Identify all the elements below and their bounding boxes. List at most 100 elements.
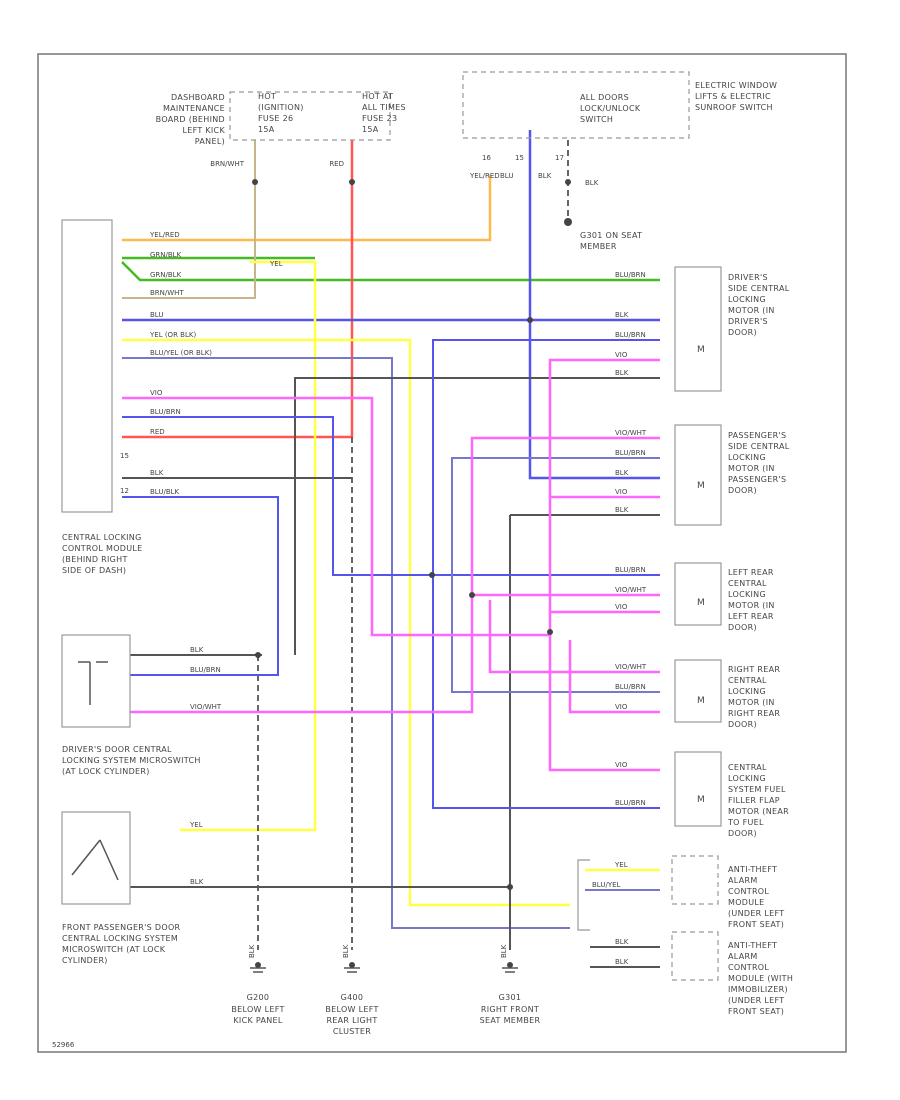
alarm-2-label-line: ALARM	[728, 952, 758, 961]
motor-passenger-box	[674, 424, 722, 526]
alarm-bracket	[577, 859, 590, 931]
motor-label-line: DOOR)	[728, 720, 757, 729]
svg-text:M: M	[697, 598, 705, 608]
alarm-wire-label: BLU/YEL	[592, 881, 621, 889]
fuse-panel-label-line: BOARD (BEHIND	[156, 115, 225, 124]
svg-text:M: M	[697, 795, 705, 805]
wire-blu-yel	[122, 357, 570, 929]
wire-label-blk-2: BLK	[585, 179, 599, 187]
switch-symbol-driver	[78, 661, 108, 705]
fuse-right-label-line: FUSE 23	[362, 114, 397, 123]
motor-wire-label: BLU/BRN	[615, 449, 646, 457]
motor-label-line: SIDE CENTRAL	[728, 442, 790, 451]
driver-switch-label-line: DRIVER'S DOOR CENTRAL	[62, 745, 172, 754]
module-pin-12: 12	[120, 487, 129, 495]
ground-label: CLUSTER	[333, 1027, 371, 1036]
passenger-switch-wire-label: YEL	[189, 821, 203, 829]
motor-wire-label: VIO	[615, 761, 628, 769]
module-label-line: CENTRAL LOCKING	[62, 533, 142, 542]
motor-wire-label: VIO/WHT	[615, 586, 647, 594]
passenger-switch-label-line: CYLINDER)	[62, 956, 108, 965]
alarm-1-label-line: FRONT SEAT)	[728, 920, 784, 929]
driver-switch-label-line: (AT LOCK CYLINDER)	[62, 767, 150, 776]
motor-wire-label: VIO	[615, 488, 628, 496]
motor-wire-label: BLU/BRN	[615, 566, 646, 574]
module-wire-label: BLU	[150, 311, 163, 319]
alarm-module-2-box	[671, 931, 719, 981]
splice-dots	[252, 179, 572, 968]
motor-label-line: MOTOR (IN	[728, 306, 775, 315]
alarm-2-label-line: FRONT SEAT)	[728, 1007, 784, 1016]
module-wire-label: YEL/RED	[149, 231, 180, 239]
ground-label: RIGHT FRONT	[481, 1005, 539, 1014]
module-wire-label: GRN/BLK	[150, 271, 182, 279]
driver-switch-wire-label: BLU/BRN	[190, 666, 221, 674]
motor-label-line: LOCKING	[728, 453, 766, 462]
fuse-panel-label-line: PANEL)	[195, 137, 225, 146]
motor-label-line: MOTOR (IN	[728, 464, 775, 473]
top-switch-label-line: SWITCH	[580, 115, 613, 124]
svg-text:M: M	[697, 696, 705, 706]
motor-wire-label: VIO/WHT	[615, 429, 647, 437]
motor-label-line: DOOR)	[728, 486, 757, 495]
wire-label-red: RED	[329, 160, 344, 168]
motor-label-line: DOOR)	[728, 623, 757, 632]
motor-fuel-box	[674, 751, 722, 827]
top-switch-pin: 17	[555, 154, 564, 162]
wire-label-blk: BLK	[538, 172, 552, 180]
motor-wire-label: VIO	[615, 351, 628, 359]
alarm-wire-label: BLK	[615, 958, 629, 966]
fuse-panel-box	[229, 91, 391, 141]
motor-label-line: SYSTEM FUEL	[728, 785, 786, 794]
motor-label-line: SIDE CENTRAL	[728, 284, 790, 293]
alarm-2-label-line: ANTI-THEFT	[728, 941, 777, 950]
motor-left-rear-box	[674, 562, 722, 626]
motor-wire-label: BLU/BRN	[615, 799, 646, 807]
ground-label: SEAT MEMBER	[480, 1016, 541, 1025]
alarm-1-label-line: MODULE	[728, 898, 765, 907]
top-switch-side-label-line: ELECTRIC WINDOW	[695, 81, 777, 90]
fuse-panel-label-line: MAINTENANCE	[163, 104, 225, 113]
wire-blk-1	[294, 377, 660, 655]
alarm-2-label-line: MODULE (WITH	[728, 974, 793, 983]
motor-label-line: TO FUEL	[727, 818, 764, 827]
motor-wire-label: VIO	[615, 603, 628, 611]
motor-label-line: LOCKING	[728, 774, 766, 783]
motor-wire-label: BLK	[615, 311, 629, 319]
motor-label-line: RIGHT REAR	[728, 709, 780, 718]
motor-label-line: LEFT REAR	[728, 612, 774, 621]
wire-blu-switch	[528, 130, 660, 480]
wire-grn-blk-2	[121, 261, 660, 282]
passenger-switch-label-line: FRONT PASSENGER'S DOOR	[62, 923, 181, 932]
wire-vio-wht-3	[488, 600, 660, 674]
wire-vio-5	[568, 640, 660, 714]
module-pin-15: 15	[120, 452, 129, 460]
passenger-switch-wire-label: BLK	[190, 878, 204, 886]
motor-label-line: LOCKING	[728, 295, 766, 304]
svg-text:M: M	[697, 481, 705, 491]
top-switch-side-label-line: LIFTS & ELECTRIC	[695, 92, 771, 101]
wire-blu-brn-3	[451, 457, 660, 693]
top-switch-box	[462, 71, 690, 139]
module-wire-label: BLU/YEL (OR BLK)	[150, 349, 212, 357]
fuse-left-label-line: 15A	[258, 125, 275, 134]
motor-label-line: CENTRAL	[728, 763, 767, 772]
ground-id: G301	[499, 993, 522, 1002]
ground-id: G200	[247, 993, 270, 1002]
wire-label-blu: BLU	[500, 172, 513, 180]
alarm-wire-label: BLK	[615, 938, 629, 946]
motor-label-line: DOOR)	[728, 328, 757, 337]
motor-wire-label: BLK	[615, 369, 629, 377]
motor-label-line: PASSENGER'S	[728, 431, 786, 440]
wire-vio-wht-1	[130, 436, 660, 714]
wire-vio-2	[548, 358, 660, 772]
alarm-module-1-box	[671, 855, 719, 905]
ground-wire-label: BLK	[500, 944, 508, 958]
top-switch-pin: 15	[515, 154, 524, 162]
driver-switch-wire-label: BLK	[190, 646, 204, 654]
ground-wire-label: BLK	[342, 944, 350, 958]
driver-switch-wire-label: VIO/WHT	[190, 703, 222, 711]
module-wire-label: YEL (OR BLK)	[149, 331, 196, 339]
